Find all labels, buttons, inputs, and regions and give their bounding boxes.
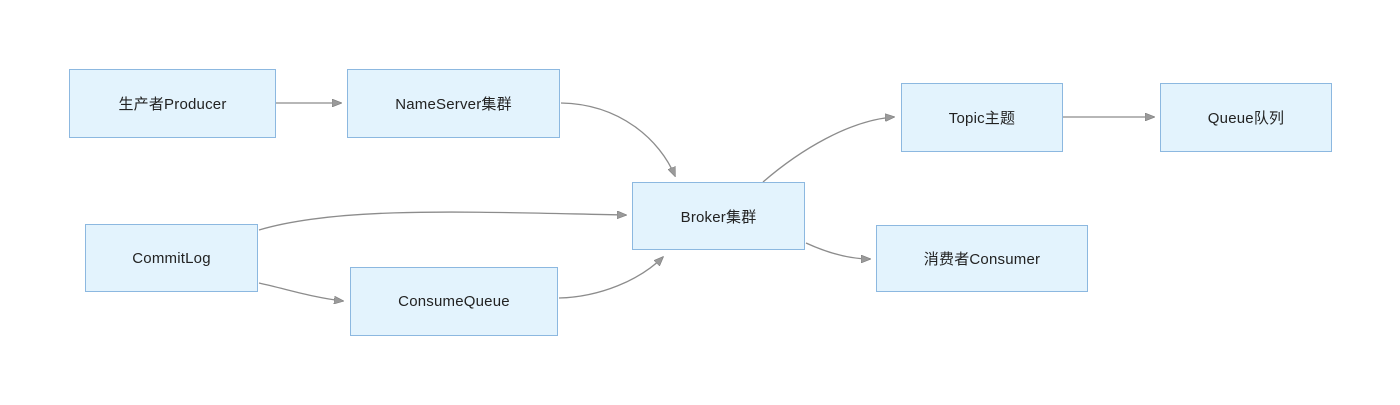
edge-consumequeue-to-broker [558, 257, 663, 299]
node-consumequeue[interactable]: ConsumeQueue [350, 267, 558, 336]
edge-broker-to-topic [762, 117, 894, 183]
node-label-broker: Broker集群 [680, 208, 757, 226]
edge-nameserver-to-broker [560, 102, 675, 176]
node-label-queue: Queue队列 [1207, 110, 1285, 127]
edge-commitlog-to-broker [258, 212, 626, 231]
node-commitlog[interactable]: CommitLog [85, 224, 258, 292]
node-consumer[interactable]: 消费者Consumer [876, 225, 1088, 292]
edge-commitlog-to-consumequeue [258, 282, 343, 301]
node-topic[interactable]: Topic主题 [901, 83, 1063, 152]
node-nameserver[interactable]: NameServer集群 [347, 69, 560, 138]
node-label-commitlog: CommitLog [132, 249, 211, 267]
node-queue[interactable]: Queue队列 [1160, 83, 1332, 152]
node-broker[interactable]: Broker集群 [632, 182, 805, 250]
node-label-topic: Topic主题 [948, 110, 1016, 127]
node-label-nameserver: NameServer集群 [395, 96, 512, 113]
node-label-consumer: 消费者Consumer [923, 251, 1041, 268]
node-producer[interactable]: 生产者Producer [69, 69, 276, 138]
node-label-producer: 生产者Producer [118, 96, 227, 113]
node-label-consumequeue: ConsumeQueue [398, 293, 510, 310]
edge-broker-to-consumer [805, 242, 870, 259]
